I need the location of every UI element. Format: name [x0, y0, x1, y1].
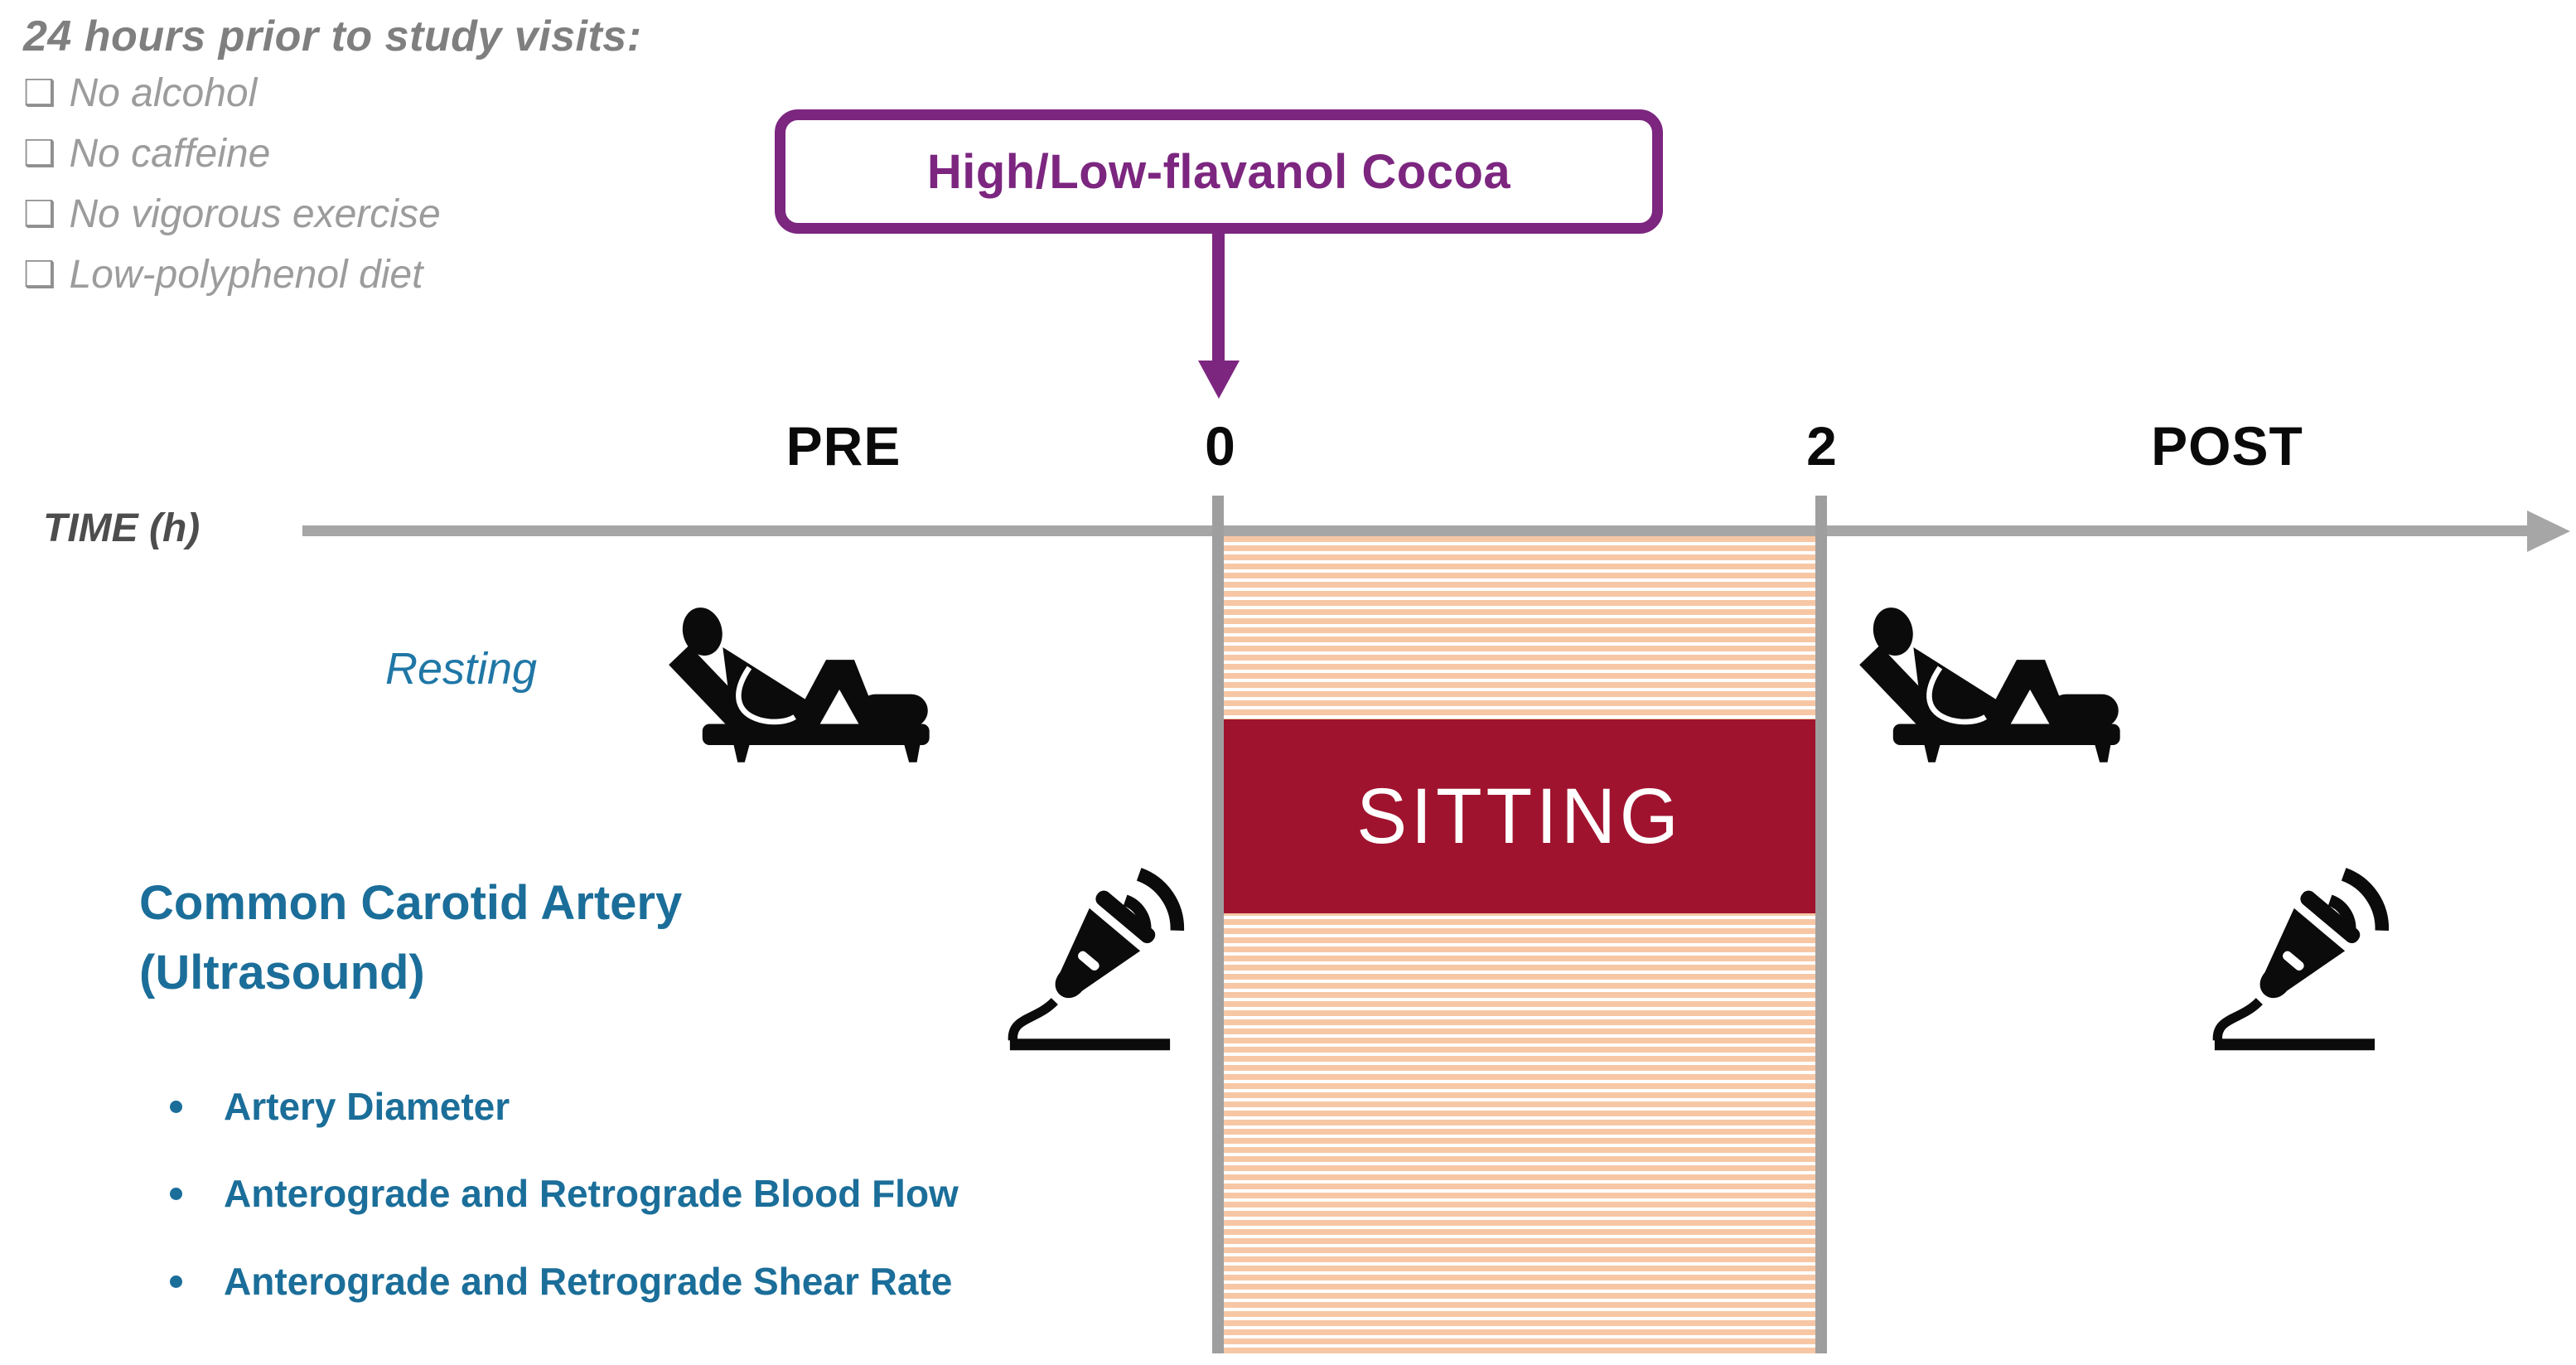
- axis-marker-pre: PRE: [785, 415, 901, 477]
- checklist-item-low-polyphenol: ❑ Low-polyphenol diet: [23, 244, 642, 305]
- measurement-bullet-label: Artery Diameter: [224, 1085, 510, 1128]
- ultrasound-probe-icon: [1008, 868, 1185, 1051]
- checkbox-icon: ❑: [23, 71, 56, 114]
- checklist-heading: 24 hours prior to study visits:: [23, 12, 642, 61]
- measurement-title-line1: Common Carotid Artery: [139, 876, 683, 930]
- checklist-item-label: No vigorous exercise: [69, 192, 441, 236]
- checkbox-icon: ❑: [23, 192, 56, 235]
- axis-tick-0: [1212, 496, 1224, 1353]
- time-axis-label: TIME (h): [43, 506, 201, 550]
- bullet-dot-icon: [170, 1187, 182, 1200]
- measurement-title-line2: (Ultrasound): [139, 946, 425, 1000]
- resting-phase-label: Resting: [385, 644, 538, 694]
- sitting-interval-hatch: [1224, 536, 1815, 1353]
- cocoa-intervention-box: High/Low-flavanol Cocoa: [775, 109, 1663, 234]
- checklist-item-label: Low-polyphenol diet: [69, 253, 423, 297]
- cocoa-intervention-label: High/Low-flavanol Cocoa: [926, 144, 1511, 199]
- cocoa-arrow-down-icon: [1198, 361, 1240, 399]
- reclining-person-icon: [669, 607, 930, 762]
- sitting-phase-box: SITTING: [1224, 719, 1815, 913]
- axis-marker-0: 0: [1205, 415, 1236, 477]
- bullet-dot-icon: [170, 1275, 182, 1288]
- measurement-bullet-shear-rate: Anterograde and Retrograde Shear Rate: [170, 1259, 952, 1304]
- checkbox-icon: ❑: [23, 253, 56, 296]
- measurement-bullet-artery-diameter: Artery Diameter: [170, 1084, 510, 1129]
- bullet-dot-icon: [170, 1100, 182, 1113]
- measurement-bullet-blood-flow: Anterograde and Retrograde Blood Flow: [170, 1171, 959, 1216]
- axis-tick-2: [1815, 496, 1827, 1353]
- checklist-item-label: No caffeine: [69, 132, 271, 176]
- time-axis-line: [302, 525, 2531, 536]
- axis-marker-post: POST: [2151, 415, 2303, 477]
- prep-checklist: 24 hours prior to study visits: ❑ No alc…: [23, 10, 642, 305]
- ultrasound-probe-icon: [2212, 868, 2390, 1051]
- measurement-bullet-label: Anterograde and Retrograde Shear Rate: [224, 1260, 953, 1303]
- sitting-phase-label: SITTING: [1356, 772, 1683, 860]
- checklist-item-no-exercise: ❑ No vigorous exercise: [23, 184, 642, 244]
- cocoa-arrow-shaft: [1212, 234, 1225, 361]
- checklist-item-label: No alcohol: [69, 71, 258, 115]
- time-axis-arrowhead-icon: [2527, 511, 2570, 552]
- checklist-item-no-caffeine: ❑ No caffeine: [23, 123, 642, 184]
- measurement-bullet-label: Anterograde and Retrograde Blood Flow: [224, 1172, 959, 1215]
- reclining-person-icon: [1859, 607, 2120, 762]
- checklist-item-no-alcohol: ❑ No alcohol: [23, 63, 642, 123]
- axis-marker-2: 2: [1806, 415, 1838, 477]
- checkbox-icon: ❑: [23, 132, 56, 175]
